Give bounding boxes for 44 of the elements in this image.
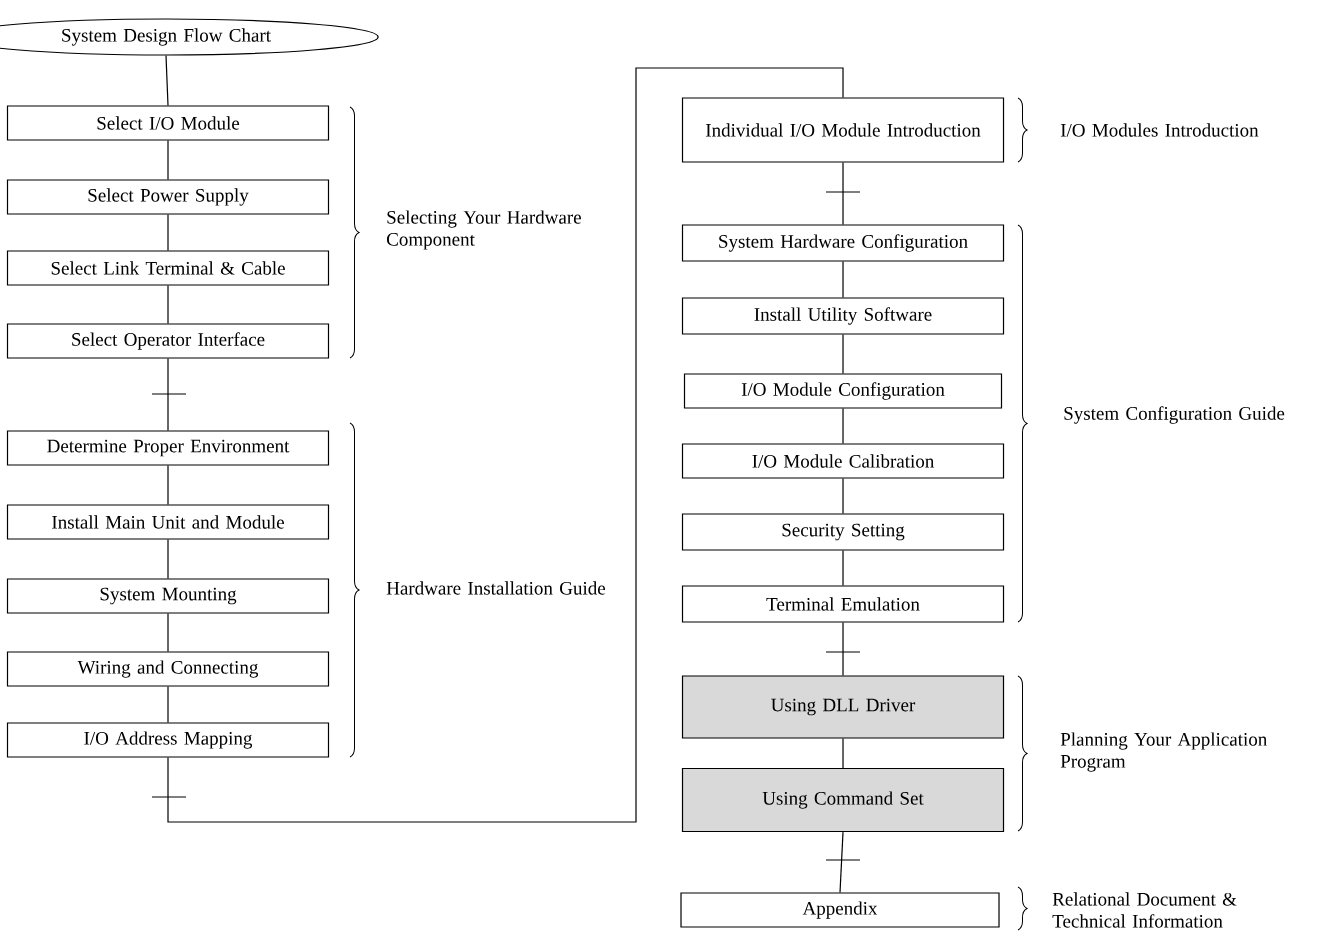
connector-line	[167, 214, 169, 251]
connector-line	[165, 55, 169, 106]
process-box: Select Operator Interface	[6, 323, 330, 359]
process-box: Using DLL Driver	[681, 675, 1005, 739]
group-label: Selecting Your Hardware Component	[387, 210, 581, 250]
connector-line	[839, 831, 844, 893]
connector-line	[842, 408, 844, 444]
process-box: Using Command Set	[681, 767, 1005, 833]
process-box: Select Link Terminal & Cable	[6, 250, 330, 286]
process-box: Wiring and Connecting	[6, 651, 330, 687]
connector-line	[167, 539, 169, 579]
process-box: Select I/O Module	[6, 105, 330, 141]
connector-line	[842, 162, 844, 225]
process-box: Select Power Supply	[6, 179, 330, 215]
process-box: Terminal Emulation	[681, 585, 1005, 623]
process-box: I/O Address Mapping	[6, 722, 330, 758]
connector-line	[167, 465, 169, 505]
process-box: System Hardware Configuration	[681, 224, 1005, 262]
connector-line	[167, 358, 169, 431]
process-box: Security Setting	[681, 513, 1005, 551]
connector-line	[167, 67, 844, 823]
group-label: System Configuration Guide	[1064, 406, 1285, 424]
connector-line	[842, 738, 844, 769]
connector-line	[842, 622, 844, 676]
group-label: Hardware Installation Guide	[386, 581, 606, 595]
process-box: Install Utility Software	[681, 297, 1005, 335]
process-box: System Mounting	[6, 578, 330, 614]
connector-line	[842, 334, 844, 374]
connector-line	[167, 140, 169, 180]
connector-line	[842, 550, 844, 586]
connector-line	[167, 285, 169, 324]
group-label: I/O Modules Introduction	[1060, 123, 1259, 137]
group-label: Planning Your Application Program	[1060, 732, 1267, 772]
connector-line	[842, 261, 844, 298]
connector-line	[842, 478, 844, 514]
process-box: Individual I/O Module Introduction	[681, 97, 1005, 163]
process-box: Appendix	[680, 892, 1000, 928]
process-box: Install Main Unit and Module	[6, 504, 330, 540]
process-box: I/O Module Calibration	[681, 443, 1005, 479]
process-box: I/O Module Configuration	[683, 373, 1003, 409]
connector-line	[167, 613, 169, 652]
group-label: Relational Document & Technical Information	[1052, 892, 1237, 928]
process-box: Determine Proper Environment	[6, 430, 330, 466]
connector-line	[167, 686, 169, 723]
